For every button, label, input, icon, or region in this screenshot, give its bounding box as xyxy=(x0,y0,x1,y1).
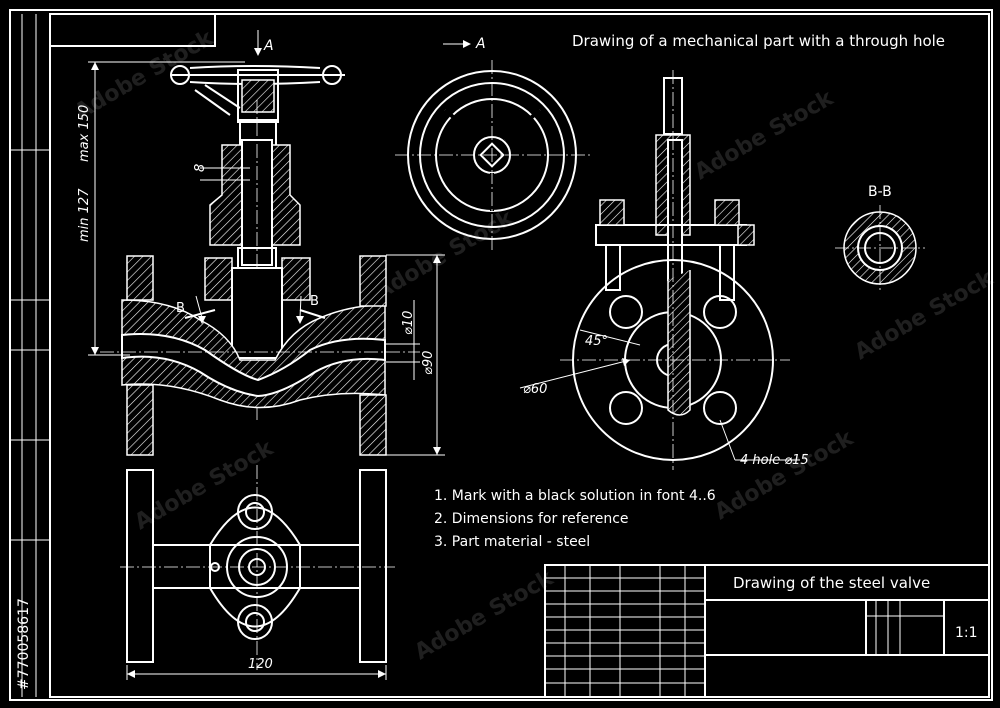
dim-d90: ⌀90 xyxy=(421,351,436,375)
dim-8-lines xyxy=(200,167,250,181)
dim-angle: 45° xyxy=(585,334,608,349)
note-1: 1. Mark with a black solution in font 4.… xyxy=(434,488,716,504)
handwheel-view xyxy=(395,60,590,250)
side-view xyxy=(519,70,800,470)
section-mark-left: B xyxy=(176,301,185,316)
section-mark-right: B xyxy=(310,294,319,309)
dim-holes: 4 hole ⌀15 xyxy=(740,453,809,468)
sheet-frame xyxy=(9,9,993,701)
view-label-a: A xyxy=(263,38,274,54)
dim-diameters xyxy=(386,254,445,456)
dim-height xyxy=(88,61,245,356)
dim-min: min 127 xyxy=(77,188,92,242)
dim-d10: ⌀10 xyxy=(401,311,416,335)
view-arrow-side xyxy=(443,40,471,48)
dim-d60: ⌀60 xyxy=(523,382,547,397)
stock-id: #770058617 xyxy=(16,598,32,690)
watermark: Adobe Stock xyxy=(691,85,839,185)
view-label-a2: A xyxy=(475,36,486,52)
section-label-bb: B-B xyxy=(868,184,892,200)
view-arrow-top xyxy=(254,30,262,56)
watermark: Adobe Stock xyxy=(411,565,559,665)
title-block-name: Drawing of the steel valve xyxy=(733,574,930,592)
drawing-title: Drawing of a mechanical part with a thro… xyxy=(572,32,945,50)
dim-max: max 150 xyxy=(77,105,92,162)
note-2: 2. Dimensions for reference xyxy=(434,511,629,527)
title-block xyxy=(544,564,990,698)
notes: 1. Mark with a black solution in font 4.… xyxy=(434,488,716,550)
top-view xyxy=(120,465,395,680)
section-bb-view xyxy=(835,205,925,292)
front-section-view xyxy=(100,65,420,456)
dim-width: 120 xyxy=(248,657,273,672)
title-block-scale: 1:1 xyxy=(955,625,978,641)
note-3: 3. Part material - steel xyxy=(434,534,590,550)
